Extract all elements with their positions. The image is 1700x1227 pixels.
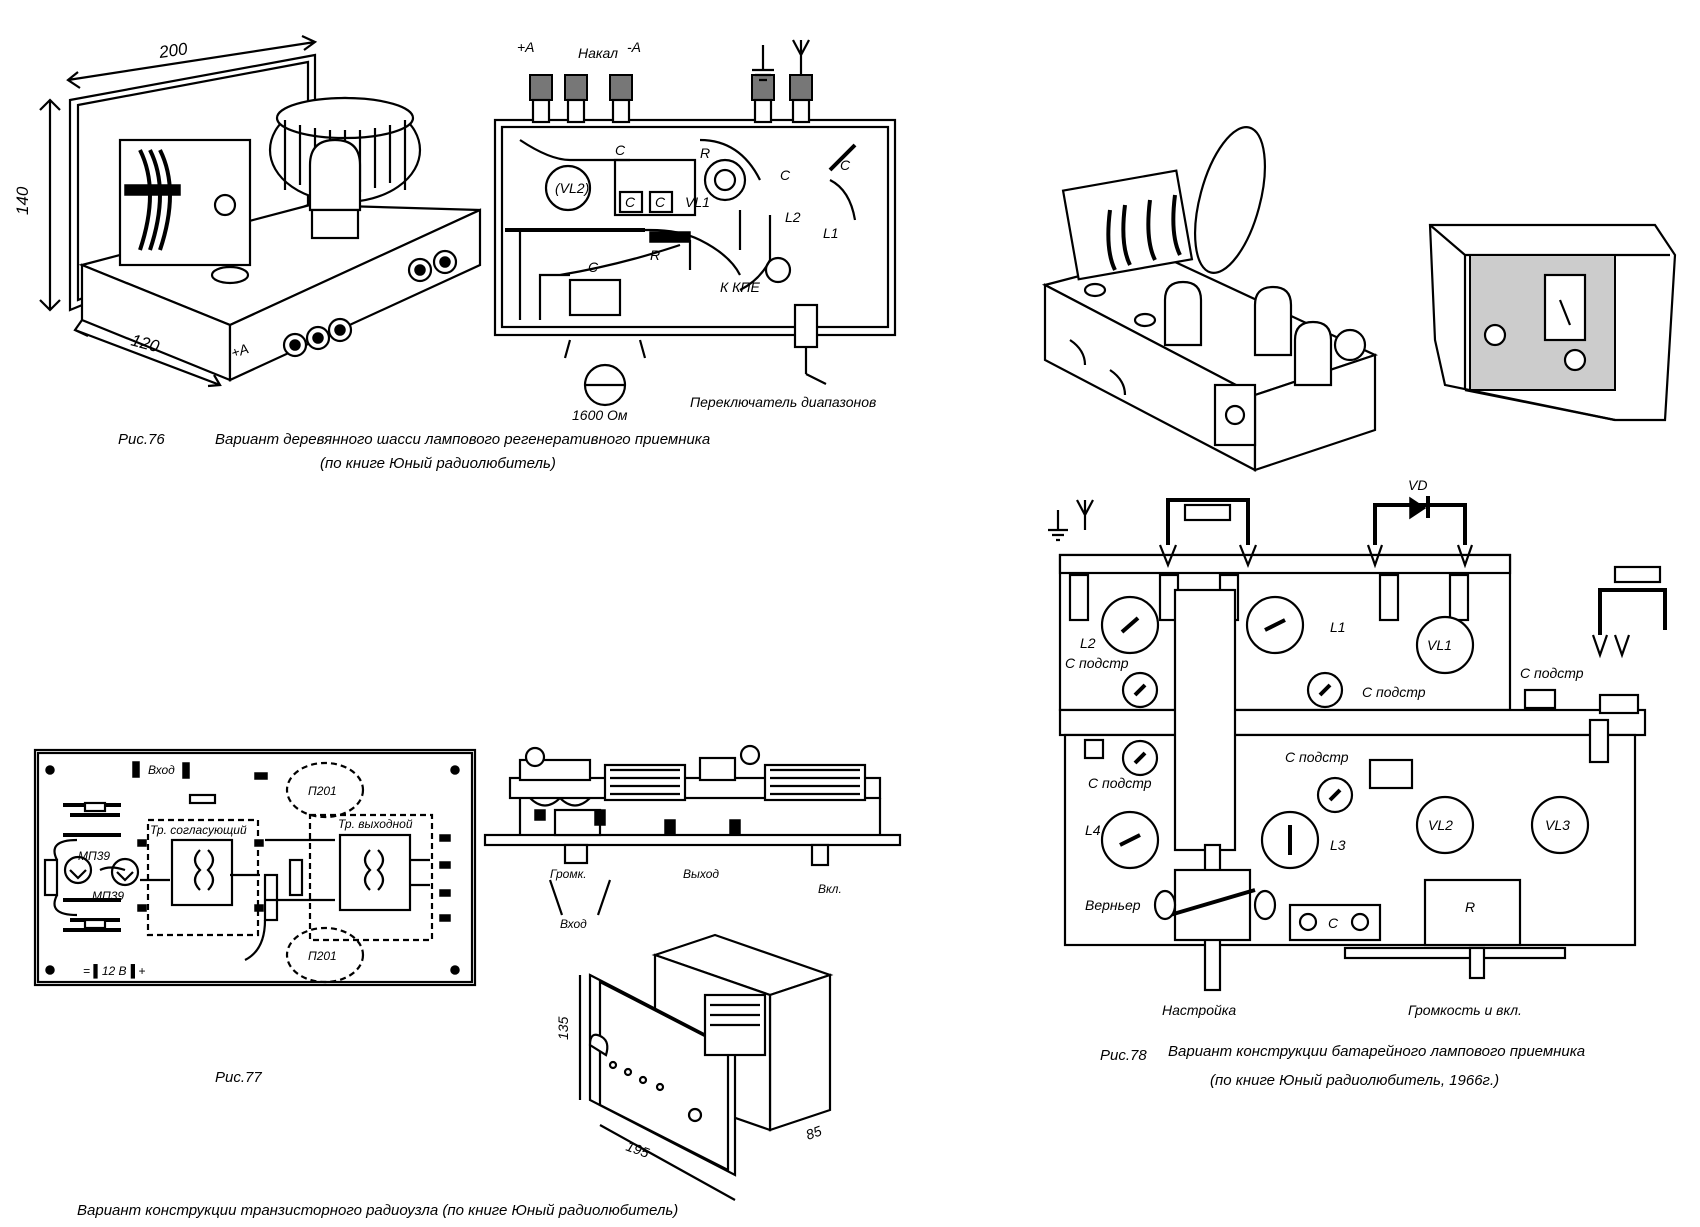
fig77-dim-195: 195 bbox=[624, 1138, 652, 1161]
fig76-label-r-mid: R bbox=[650, 247, 660, 263]
fig78-label-l3: L3 bbox=[1330, 837, 1346, 853]
fig76-dim-height: 140 bbox=[13, 186, 32, 215]
fig78-label-c-podstr-5: С подстр bbox=[1285, 749, 1349, 765]
fig76-terminal-nakal: Накал bbox=[578, 45, 618, 61]
fig77-dim-135: 135 bbox=[555, 1016, 571, 1040]
fig76-terminal-minus-a: -A bbox=[627, 39, 641, 55]
fig76-caption-line1: Вариант деревянного шасси лампового реге… bbox=[215, 431, 710, 448]
fig76-label-vl2: (VL2) bbox=[555, 180, 589, 196]
fig78-topview-drawing bbox=[1048, 496, 1667, 992]
fig77-caption-line: Вариант конструкции транзисторного радио… bbox=[77, 1202, 678, 1219]
fig77-label-p201-bottom: П201 bbox=[308, 949, 337, 963]
fig78-caption-line2: (по книге Юный радиолюбитель, 1966г.) bbox=[1210, 1072, 1499, 1089]
fig78-caption-line1: Вариант конструкции батарейного ламповог… bbox=[1168, 1043, 1585, 1060]
fig77-label-mp39-a: МП39 bbox=[78, 849, 110, 863]
fig77-label-vhod-top: Вход bbox=[148, 763, 175, 777]
fig78-label-c-podstr-1: С подстр bbox=[1065, 655, 1129, 671]
fig76-dim-width: 200 bbox=[157, 39, 189, 62]
fig78-label-vl3: VL3 bbox=[1545, 817, 1570, 833]
fig78-label-vernier: Верньер bbox=[1085, 897, 1141, 913]
fig76-label-k-kpe: К КПЕ bbox=[720, 279, 761, 295]
fig77-label-vkl: Вкл. bbox=[818, 882, 842, 896]
fig76-caption-number: Рис.76 bbox=[118, 431, 165, 448]
fig78-caption-number: Рис.78 bbox=[1100, 1047, 1147, 1064]
fig76-label-c-bottom: C bbox=[588, 259, 599, 275]
fig77-case-drawing bbox=[578, 933, 834, 1201]
fig78-label-c: C bbox=[1328, 915, 1339, 931]
fig78-cabinet-drawing bbox=[1428, 223, 1677, 422]
fig78-label-vl2: VL2 bbox=[1428, 817, 1453, 833]
fig76-label-ohm: 1600 Ом bbox=[572, 407, 628, 423]
fig77-dim-85: 85 bbox=[804, 1122, 824, 1142]
fig78-label-l1: L1 bbox=[1330, 619, 1346, 635]
fig77-label-vyhod: Выход bbox=[683, 867, 719, 881]
fig78-label-c-podstr-4: С подстр bbox=[1088, 775, 1152, 791]
fig76-caption-line2: (по книге Юный радиолюбитель) bbox=[320, 455, 556, 472]
fig76-label-c-right: C bbox=[780, 167, 791, 183]
fig76-label-vl1: VL1 bbox=[685, 194, 710, 210]
fig78-label-gromkost: Громкость и вкл. bbox=[1408, 1002, 1522, 1018]
fig76-label-r-top: R bbox=[700, 145, 710, 161]
fig77-label-supply: = ▌12 В▐ + bbox=[83, 964, 145, 979]
fig77-label-mp39-b: МП39 bbox=[92, 889, 124, 903]
fig77-label-tr-out: Тр. выходной bbox=[338, 817, 413, 831]
fig77-caption-number: Рис.77 bbox=[215, 1069, 262, 1086]
fig76-label-c2: C bbox=[655, 194, 666, 210]
fig77-pcb-drawing bbox=[33, 748, 477, 987]
fig78-chassis-drawing bbox=[1041, 126, 1378, 472]
fig76-label-plus-a-side: +A bbox=[229, 340, 251, 361]
fig76-label-l1: L1 bbox=[823, 225, 839, 241]
fig77-label-vhod-bottom: Вход bbox=[560, 917, 587, 931]
fig78-label-l2: L2 bbox=[1080, 635, 1096, 651]
fig76-label-c-top: C bbox=[615, 142, 626, 158]
fig77-sideview-drawing bbox=[483, 744, 902, 916]
fig78-label-r: R bbox=[1465, 899, 1475, 915]
fig77-label-gromk: Громк. bbox=[550, 867, 587, 881]
fig77-label-tr-match: Тр. согласующий bbox=[150, 823, 247, 837]
fig78-label-nastroika: Настройка bbox=[1162, 1002, 1236, 1018]
fig77-label-p201-top: П201 bbox=[308, 784, 337, 798]
terminal-plus-a bbox=[529, 74, 553, 124]
fig78-label-vd: VD bbox=[1408, 477, 1427, 493]
fig76-label-switch: Переключатель диапазонов bbox=[690, 394, 876, 410]
fig78-label-l4: L4 bbox=[1085, 822, 1101, 838]
fig76-wiring-drawing bbox=[493, 39, 897, 407]
fig76-terminal-plus-a: +A bbox=[517, 39, 535, 55]
fig78-label-c-podstr-3: С подстр bbox=[1520, 665, 1584, 681]
fig76-label-c1: C bbox=[625, 194, 636, 210]
fig76-label-c-right2: C bbox=[840, 157, 851, 173]
fig78-label-vl1: VL1 bbox=[1427, 637, 1452, 653]
fig76-chassis-drawing bbox=[39, 35, 482, 388]
fig76-label-l2: L2 bbox=[785, 209, 801, 225]
fig78-label-c-podstr-2: С подстр bbox=[1362, 684, 1426, 700]
